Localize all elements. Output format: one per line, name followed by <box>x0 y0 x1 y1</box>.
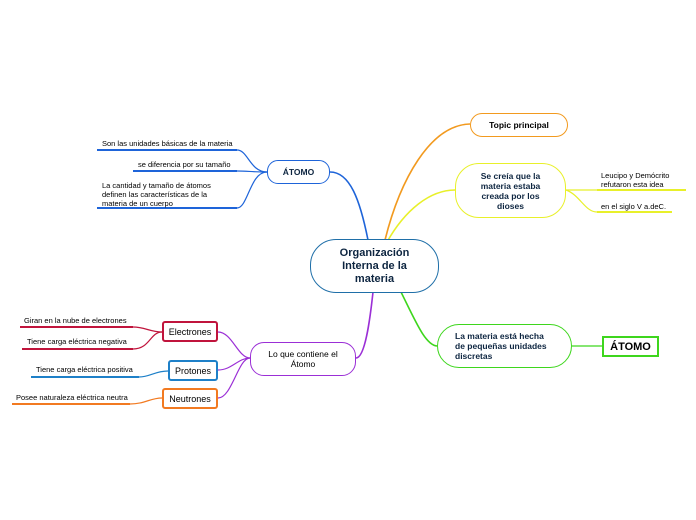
leaf-unidades: Son las unidades básicas de la materia <box>102 139 233 148</box>
atomo-box-text: ÁTOMO <box>610 340 651 353</box>
topic-principal-node[interactable]: Topic principal <box>470 113 568 137</box>
leaf-positiva: Tiene carga eléctrica positiva <box>36 365 133 374</box>
connector-topic-principal <box>384 123 471 241</box>
topic-principal-text: Topic principal <box>489 120 549 130</box>
leaf-siglo: en el siglo V a.deC. <box>601 202 667 211</box>
pequenas-node[interactable]: La materia está hecha de pequeñas unidad… <box>437 324 572 368</box>
neutrones-text: Neutrones <box>169 393 211 404</box>
connector-neutrones-neutra <box>129 397 163 405</box>
dioses-node[interactable]: Se creía que la materia estaba creada po… <box>455 163 566 218</box>
connector-contiene <box>355 291 374 359</box>
connector-dioses <box>386 189 456 243</box>
contiene-text: Lo que contiene el Átomo <box>268 349 338 369</box>
dioses-text: Se creía que la materia estaba creada po… <box>480 170 541 211</box>
connector-protones-positiva <box>138 370 169 378</box>
protones-node[interactable]: Protones <box>168 360 218 381</box>
leaf-neutra: Posee naturaleza eléctrica neutra <box>16 393 128 402</box>
electrones-text: Electrones <box>168 326 212 337</box>
atomo-box[interactable]: ÁTOMO <box>602 336 659 357</box>
leaf-leucipo: Leucipo y Demócrito refutaron esta idea <box>601 171 670 189</box>
connector-dioses-siglo <box>565 189 598 213</box>
atomo-def-node[interactable]: ÁTOMO <box>267 160 330 184</box>
neutrones-node[interactable]: Neutrones <box>162 388 218 409</box>
connector-atomo-unidades <box>236 149 268 173</box>
atomo-def-text: ÁTOMO <box>282 167 315 177</box>
connector-contiene-electrones <box>217 331 251 359</box>
connector-electrones-giran <box>132 326 163 333</box>
central-topic-text: Organización Interna de la materia <box>339 246 410 285</box>
protones-text: Protones <box>174 365 212 376</box>
contiene-node[interactable]: Lo que contiene el Átomo <box>250 342 356 376</box>
connector-atomo-def <box>329 171 369 241</box>
leaf-negativa: Tiene carga eléctrica negativa <box>27 337 127 346</box>
connector-atomo-cantidad <box>236 171 268 209</box>
leaf-giran: Giran en la nube de electrones <box>24 316 127 325</box>
central-topic[interactable]: Organización Interna de la materia <box>310 239 439 293</box>
leaf-cantidad: La cantidad y tamaño de átomos definen l… <box>102 181 211 208</box>
leaf-tamano: se diferencia por su tamaño <box>138 160 231 169</box>
connector-contiene-neutrones <box>217 357 251 399</box>
pequenas-text: La materia está hecha de pequeñas unidad… <box>455 331 547 361</box>
connector-pequenas <box>399 289 438 347</box>
connector-electrones-negativa <box>132 331 163 350</box>
electrones-node[interactable]: Electrones <box>162 321 218 342</box>
